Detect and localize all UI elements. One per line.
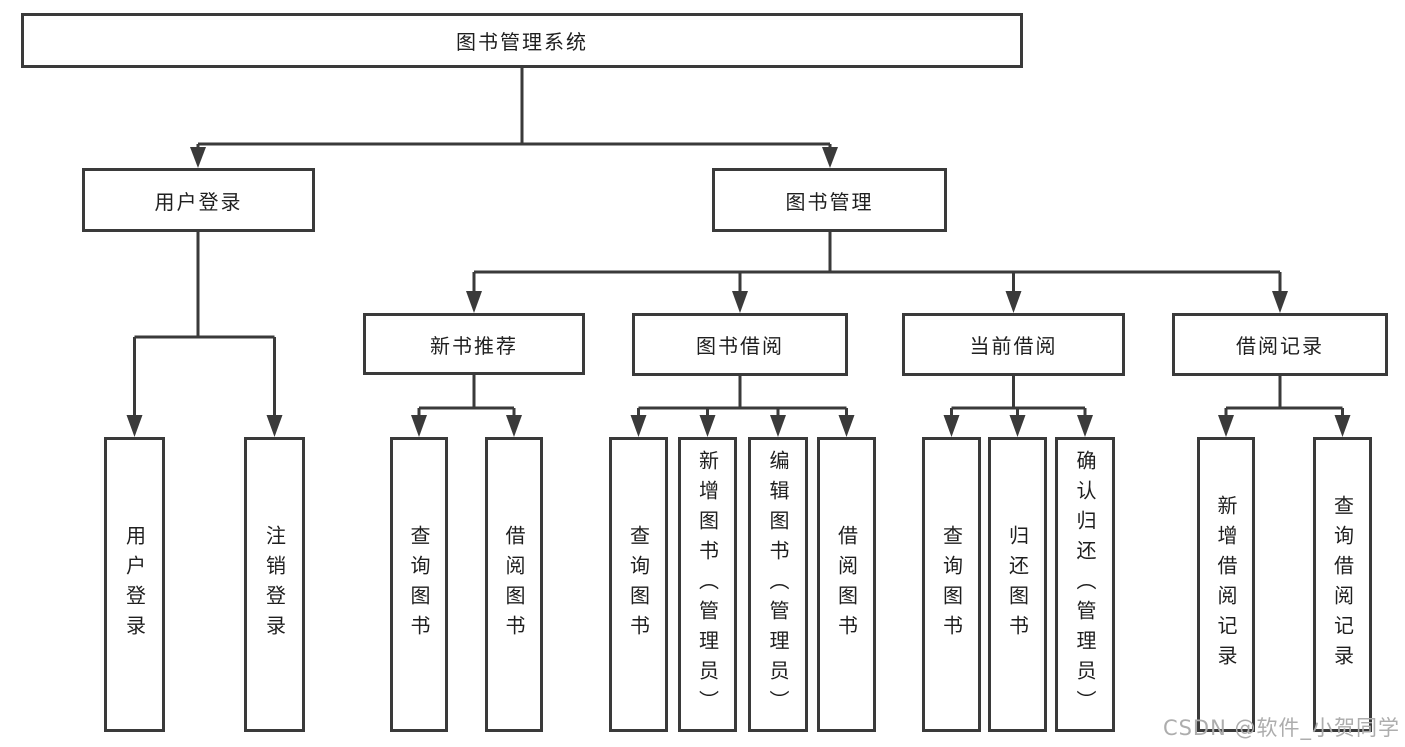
node-book-borrow: 图书借阅	[632, 313, 848, 376]
node-root-label: 图书管理系统	[456, 30, 588, 54]
connector-book-borrow-children	[630, 375, 855, 437]
leaf-add-borrow-record: 新增借阅记录	[1197, 437, 1255, 732]
leaf-borrow-query-label: 查询图书	[626, 524, 651, 645]
node-borrow-records: 借阅记录	[1172, 313, 1388, 376]
connector-borrow-records-children	[1218, 375, 1351, 437]
leaf-borrow-book: 借阅图书	[817, 437, 876, 732]
node-book-borrow-label: 图书借阅	[696, 334, 784, 358]
leaf-borrow-book-label: 借阅图书	[834, 524, 859, 645]
leaf-query-borrow-record: 查询借阅记录	[1313, 437, 1372, 732]
connector-book-mgmt-children	[466, 232, 1288, 313]
leaf-current-query: 查询图书	[922, 437, 981, 732]
leaf-borrow-edit-admin-label: 编辑图书（管理员）	[766, 449, 790, 720]
node-book-management: 图书管理	[712, 168, 947, 232]
leaf-newbooks-query-label: 查询图书	[407, 524, 431, 645]
node-book-management-label: 图书管理	[785, 189, 874, 214]
leaf-newbooks-borrow-label: 借阅图书	[502, 524, 526, 645]
node-borrow-records-label: 借阅记录	[1236, 334, 1324, 358]
leaf-borrow-add-admin-label: 新增图书（管理员）	[695, 449, 720, 720]
leaf-newbooks-borrow: 借阅图书	[485, 437, 543, 732]
connector-user-login-children	[126, 232, 283, 437]
leaf-borrow-add-admin: 新增图书（管理员）	[678, 437, 737, 732]
leaf-current-query-label: 查询图书	[939, 524, 964, 645]
leaf-logout-label: 注销登录	[262, 524, 287, 645]
node-root: 图书管理系统	[21, 13, 1023, 68]
connector-new-books-children	[411, 375, 522, 437]
node-user-login-label: 用户登录	[154, 189, 243, 214]
leaf-query-borrow-record-label: 查询借阅记录	[1330, 494, 1355, 675]
node-new-book-recommend-label: 新书推荐	[430, 333, 518, 358]
leaf-borrow-query: 查询图书	[609, 437, 668, 732]
leaf-user-login: 用户登录	[104, 437, 165, 732]
leaf-borrow-edit-admin: 编辑图书（管理员）	[748, 437, 808, 732]
leaf-confirm-return-admin: 确认归还（管理员）	[1055, 437, 1115, 732]
connector-root-to-level2	[190, 68, 838, 168]
leaf-add-borrow-record-label: 新增借阅记录	[1214, 494, 1238, 675]
node-user-login: 用户登录	[82, 168, 315, 232]
node-new-book-recommend: 新书推荐	[363, 313, 585, 375]
node-current-borrow-label: 当前借阅	[969, 334, 1058, 358]
connector-current-borrow-children	[943, 375, 1093, 437]
csdn-watermark: CSDN @软件_小贺同学	[1162, 716, 1400, 740]
leaf-newbooks-query: 查询图书	[390, 437, 448, 732]
leaf-logout: 注销登录	[244, 437, 305, 732]
node-current-borrow: 当前借阅	[902, 313, 1125, 376]
leaf-return-book: 归还图书	[988, 437, 1047, 732]
leaf-return-book-label: 归还图书	[1005, 524, 1030, 645]
leaf-user-login-label: 用户登录	[122, 524, 147, 645]
leaf-confirm-return-admin-label: 确认归还（管理员）	[1073, 449, 1097, 720]
